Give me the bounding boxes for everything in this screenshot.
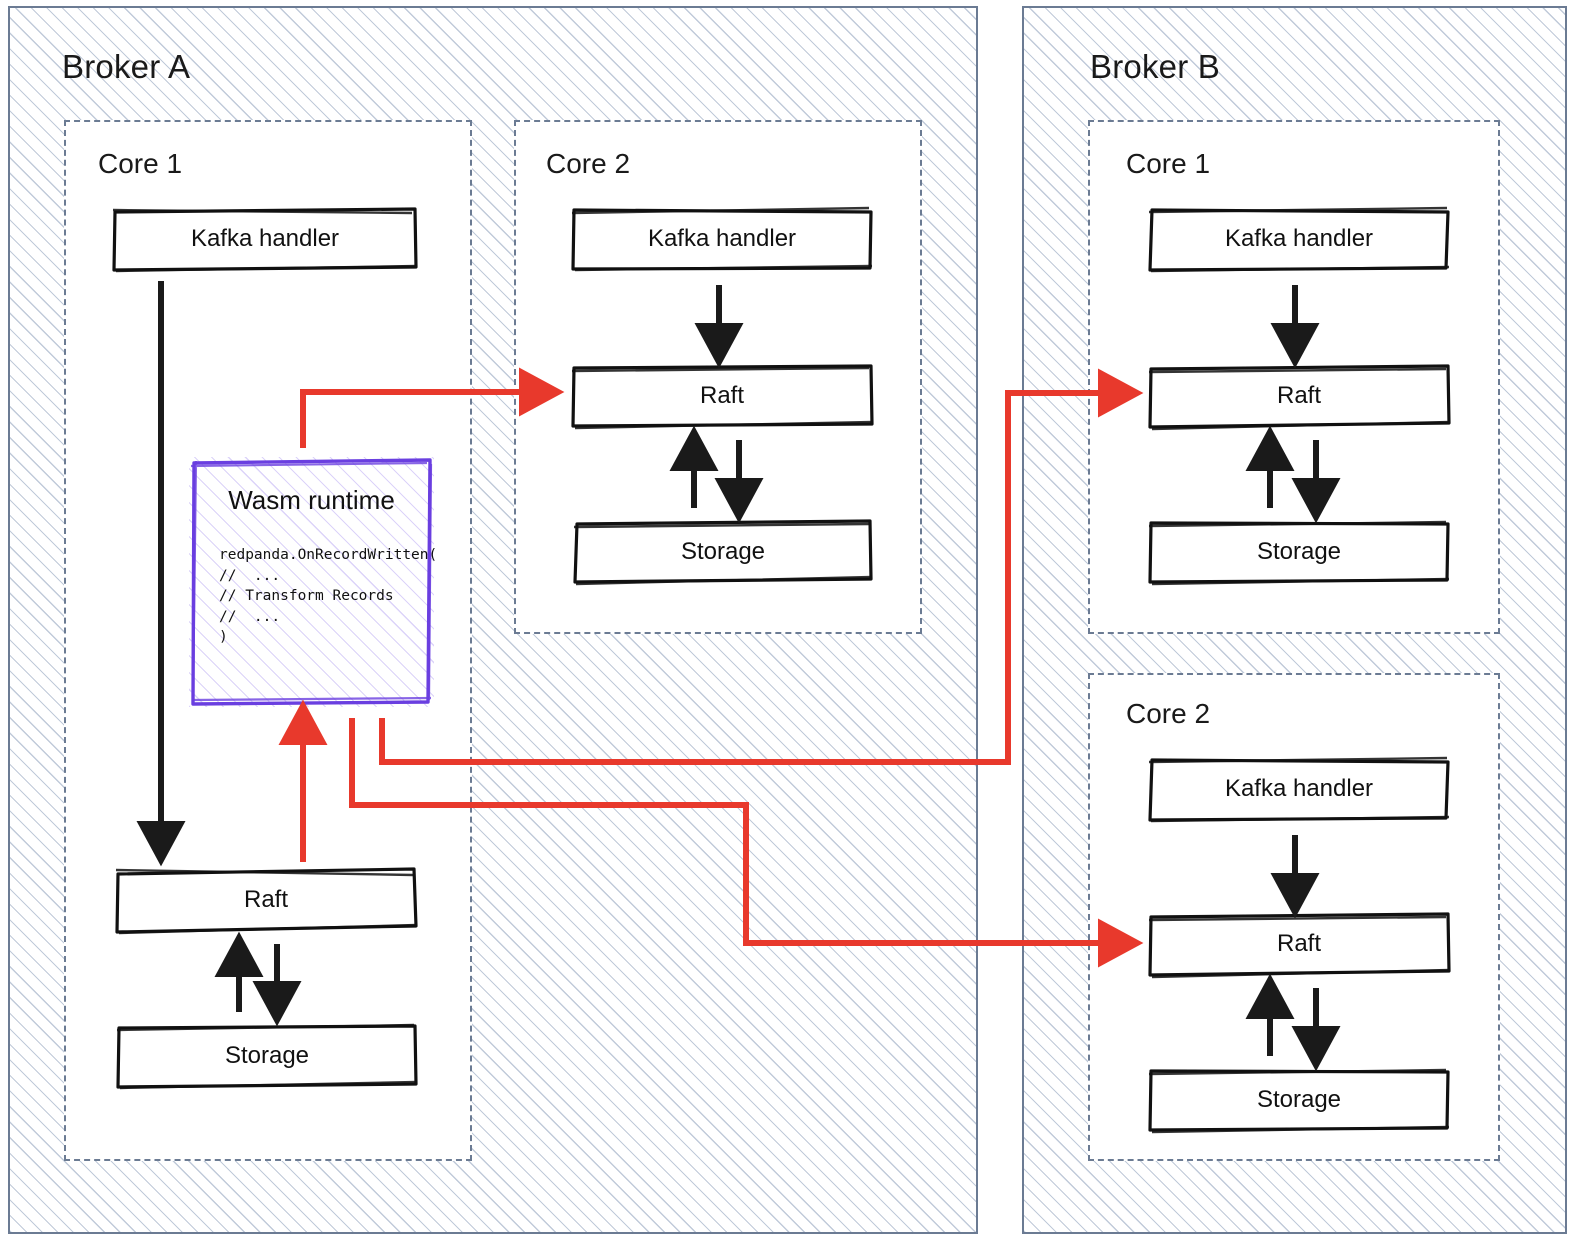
broker-b-core-2-raft-box[interactable]: Raft	[1147, 910, 1451, 979]
broker-b-core-1-title: Core 1	[1126, 148, 1211, 179]
broker-a-core-1-storage-label: Storage	[224, 1042, 310, 1069]
broker-b-core-2-storage-label: Storage	[1256, 1086, 1342, 1113]
broker-a-core-1-raft-label: Raft	[243, 886, 288, 913]
wasm-runtime-code: redpanda.OnRecordWritten( // ... // Tran…	[219, 547, 438, 646]
sketch-frame	[1148, 206, 1450, 273]
broker-b-core-2-kafka-handler-label: Kafka handler	[1224, 775, 1374, 802]
wasm-runtime-title: Wasm runtime	[228, 485, 395, 515]
broker-b-title: Broker B	[1090, 48, 1220, 85]
broker-a-core-2-storage-box[interactable]: Storage	[572, 518, 874, 586]
broker-b-core-2-raft-label: Raft	[1276, 930, 1321, 957]
broker-a-core-2-title: Core 2	[546, 148, 631, 179]
broker-b-core-1-kafka-handler-box[interactable]: Kafka handler	[1147, 205, 1451, 273]
broker-b-core-1-raft-label: Raft	[1276, 382, 1321, 409]
sketch-frame	[116, 1023, 418, 1090]
broker-a-core-1-kafka-handler-box[interactable]: Kafka handler	[112, 205, 418, 273]
broker-b-core-2-title: Core 2	[1126, 698, 1211, 729]
sketch-frame	[1148, 912, 1451, 979]
sketch-frame	[1148, 756, 1450, 823]
broker-a-core-1-title: Core 1	[98, 148, 183, 179]
sketch-frame	[571, 206, 873, 272]
sketch-frame	[1148, 520, 1450, 586]
broker-b-core-1-raft-box[interactable]: Raft	[1147, 362, 1451, 431]
broker-a-core-1-storage-box[interactable]: Storage	[116, 1022, 418, 1090]
broker-a-core-2-storage-label: Storage	[680, 538, 766, 565]
broker-b-core-2-kafka-handler-box[interactable]: Kafka handler	[1147, 755, 1451, 823]
broker-a-core-2-raft-box[interactable]: Raft	[570, 362, 874, 430]
broker-b-core-1-kafka-handler-label: Kafka handler	[1224, 225, 1374, 252]
broker-a-title: Broker A	[62, 48, 191, 85]
broker-a-core-1-raft-box[interactable]: Raft	[114, 866, 418, 935]
broker-a-core-1-kafka-handler-label: Kafka handler	[190, 225, 340, 252]
broker-a-core-2-kafka-handler-label: Kafka handler	[647, 225, 797, 252]
sketch-frame	[1148, 364, 1451, 431]
broker-a-core-2-kafka-handler-box[interactable]: Kafka handler	[570, 205, 874, 273]
wasm-runtime-box[interactable]: Wasm runtime redpanda.OnRecordWritten( /…	[189, 457, 438, 707]
sketch-frame	[112, 207, 418, 273]
sketch-frame	[1148, 1068, 1450, 1134]
broker-b-core-2-storage-box[interactable]: Storage	[1147, 1066, 1451, 1134]
broker-b-core-1-storage-box[interactable]: Storage	[1147, 518, 1451, 586]
broker-b-core-1-storage-label: Storage	[1256, 538, 1342, 565]
broker-a-core-2-raft-label: Raft	[699, 382, 744, 409]
